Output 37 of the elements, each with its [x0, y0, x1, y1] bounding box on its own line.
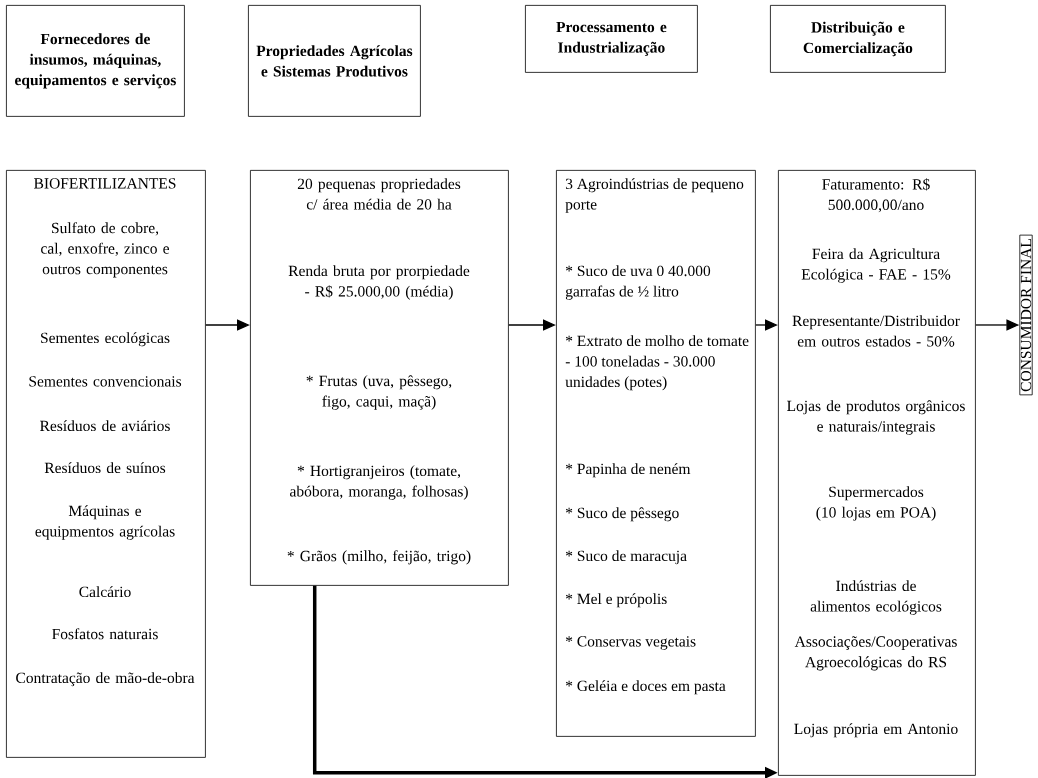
- stage-header-box: Processamento e Industrialização: [525, 5, 698, 73]
- item-text: Máquinas e equipmentos agrícolas: [35, 505, 175, 540]
- item-text: Representante/Distribuidor em outros estados - 50%: [792, 315, 960, 347]
- item-text: * Geléia e doces em pasta: [565, 680, 726, 695]
- item-text: Indústrias de alimentos ecológicos: [810, 580, 942, 615]
- item-text: Contratação de mão-de-obra: [16, 672, 195, 687]
- item-text: * Extrato de molho de tomate - 100 toneladas - 30.000 unidades (potes): [565, 335, 749, 391]
- item-text: * Conservas vegetais: [565, 636, 696, 650]
- stage-header-box: Distribuição e Comercialização: [770, 5, 946, 73]
- item-text: Fosfatos naturais: [52, 628, 158, 640]
- item-text: * Hortigranjeiros (tomate, abóbora, moranga, folhosas): [290, 465, 468, 500]
- item-text: Sementes convencionais: [29, 376, 182, 387]
- item-text: Sementes ecológicas: [41, 332, 170, 347]
- stage-header-box: Fornecedores de insumos, máquinas, equipamentos e serviços: [6, 5, 185, 117]
- item-text: Resíduos de suínos: [44, 462, 166, 474]
- item-text: Resíduos de aviários: [40, 420, 170, 432]
- item-text: * Grãos (milho, feijão, trigo): [287, 550, 471, 565]
- item-text: Calcário: [79, 586, 131, 598]
- item-text: Renda bruta por prorpiedade - R$ 25.000,00 (média): [288, 265, 470, 300]
- item-text: * Suco de maracuja: [565, 550, 687, 565]
- item-text: * Mel e própolis: [565, 593, 667, 608]
- item-text: Feira da Agricultura Ecológica - FAE - 15%: [801, 248, 951, 283]
- item-text: Lojas de produtos orgânicos e naturais/integrais: [787, 400, 965, 435]
- item-text: Associações/Cooperativas Agroecológicas do RS: [794, 636, 957, 671]
- item-text: * Frutas (uva, pêssego, figo, caqui, maçã): [306, 375, 452, 410]
- item-text: Supermercados (10 lojas em POA): [816, 486, 936, 521]
- stage-header-box: Propriedades Agrícolas e Sistemas Produtivos: [248, 5, 421, 117]
- item-text: * Papinha de neném: [565, 463, 691, 478]
- item-text: * Suco de uva 0 40.000 garrafas de ½ litro: [565, 265, 711, 300]
- item-text: BIOFERTILIZANTES: [34, 178, 176, 189]
- item-text: 3 Agroindústrias de pequeno porte: [565, 178, 744, 213]
- item-text: Faturamento: R$ 500.000,00/ano: [822, 178, 930, 213]
- consumer-box: CONSUMIDOR FINAL: [1019, 234, 1033, 396]
- item-text: Lojas própria em Antonio: [794, 723, 958, 738]
- item-text: * Suco de pêssego: [565, 507, 679, 522]
- item-text: 20 pequenas propriedades c/ área média de 20 ha: [297, 178, 461, 210]
- item-text: Sulfato de cobre, cal, enxofre, zinco e outros componentes: [41, 222, 169, 278]
